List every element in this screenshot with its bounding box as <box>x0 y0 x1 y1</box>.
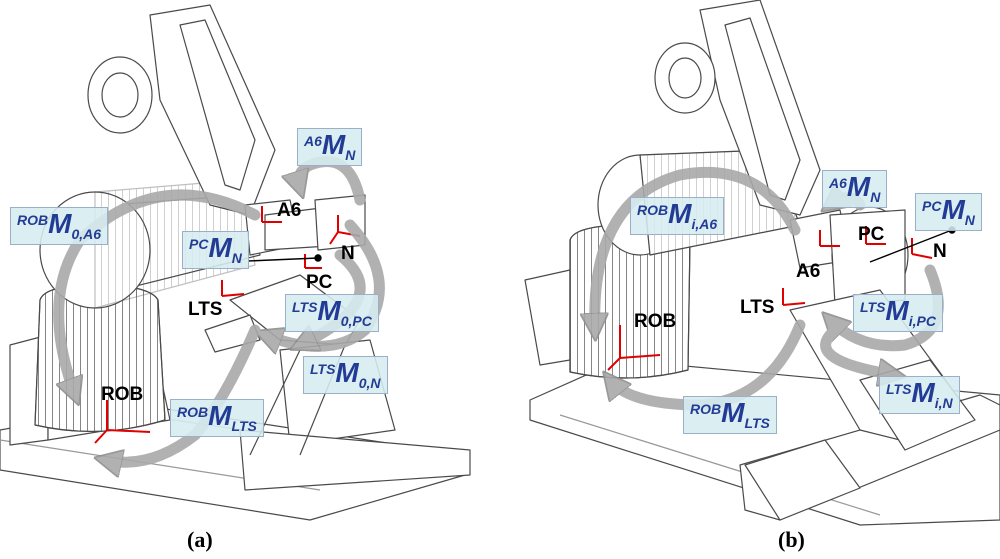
frame-label-lts-a: LTS <box>188 299 223 320</box>
transform-label-lts-n-a: LTSM0,N <box>303 356 388 394</box>
leader-lines <box>247 226 956 263</box>
caption-a: (a) <box>187 527 213 552</box>
transform-label-lts-pc-a: LTSM0,PC <box>285 294 379 332</box>
frame-label-n-a: N <box>341 243 355 264</box>
frame-label-pc-b: PC <box>858 224 885 245</box>
transform-label-rob-lts-b: ROBMLTS <box>683 396 777 434</box>
frame-label-a6-b: A6 <box>796 261 821 282</box>
transform-label-a6-n-a: A6MN <box>297 128 363 166</box>
frame-axes <box>94 206 933 444</box>
frame-label-pc-a: PC <box>306 272 333 293</box>
frame-label-lts-b: LTS <box>740 297 775 318</box>
frame-label-n-b: N <box>933 241 947 262</box>
transform-label-rob-a6-a: ROBM0,A6 <box>10 207 109 245</box>
transform-label-lts-n-b: LTSMi,N <box>879 376 960 414</box>
transform-label-pc-n-b: PCMN <box>915 193 982 231</box>
transform-label-pc-n-a: PCMN <box>182 231 249 269</box>
frame-label-a6-a: A6 <box>277 200 302 221</box>
transform-label-rob-a6-b: ROBMi,A6 <box>630 197 725 235</box>
frame-label-rob-b: ROB <box>634 311 677 332</box>
transform-label-lts-pc-b: LTSMi,PC <box>853 294 943 332</box>
transform-label-rob-lts-a: ROBMLTS <box>170 399 264 437</box>
frame-label-rob-a: ROB <box>101 384 144 405</box>
transform-label-a6-n-b: A6MN <box>822 170 888 208</box>
caption-b: (b) <box>778 527 805 552</box>
